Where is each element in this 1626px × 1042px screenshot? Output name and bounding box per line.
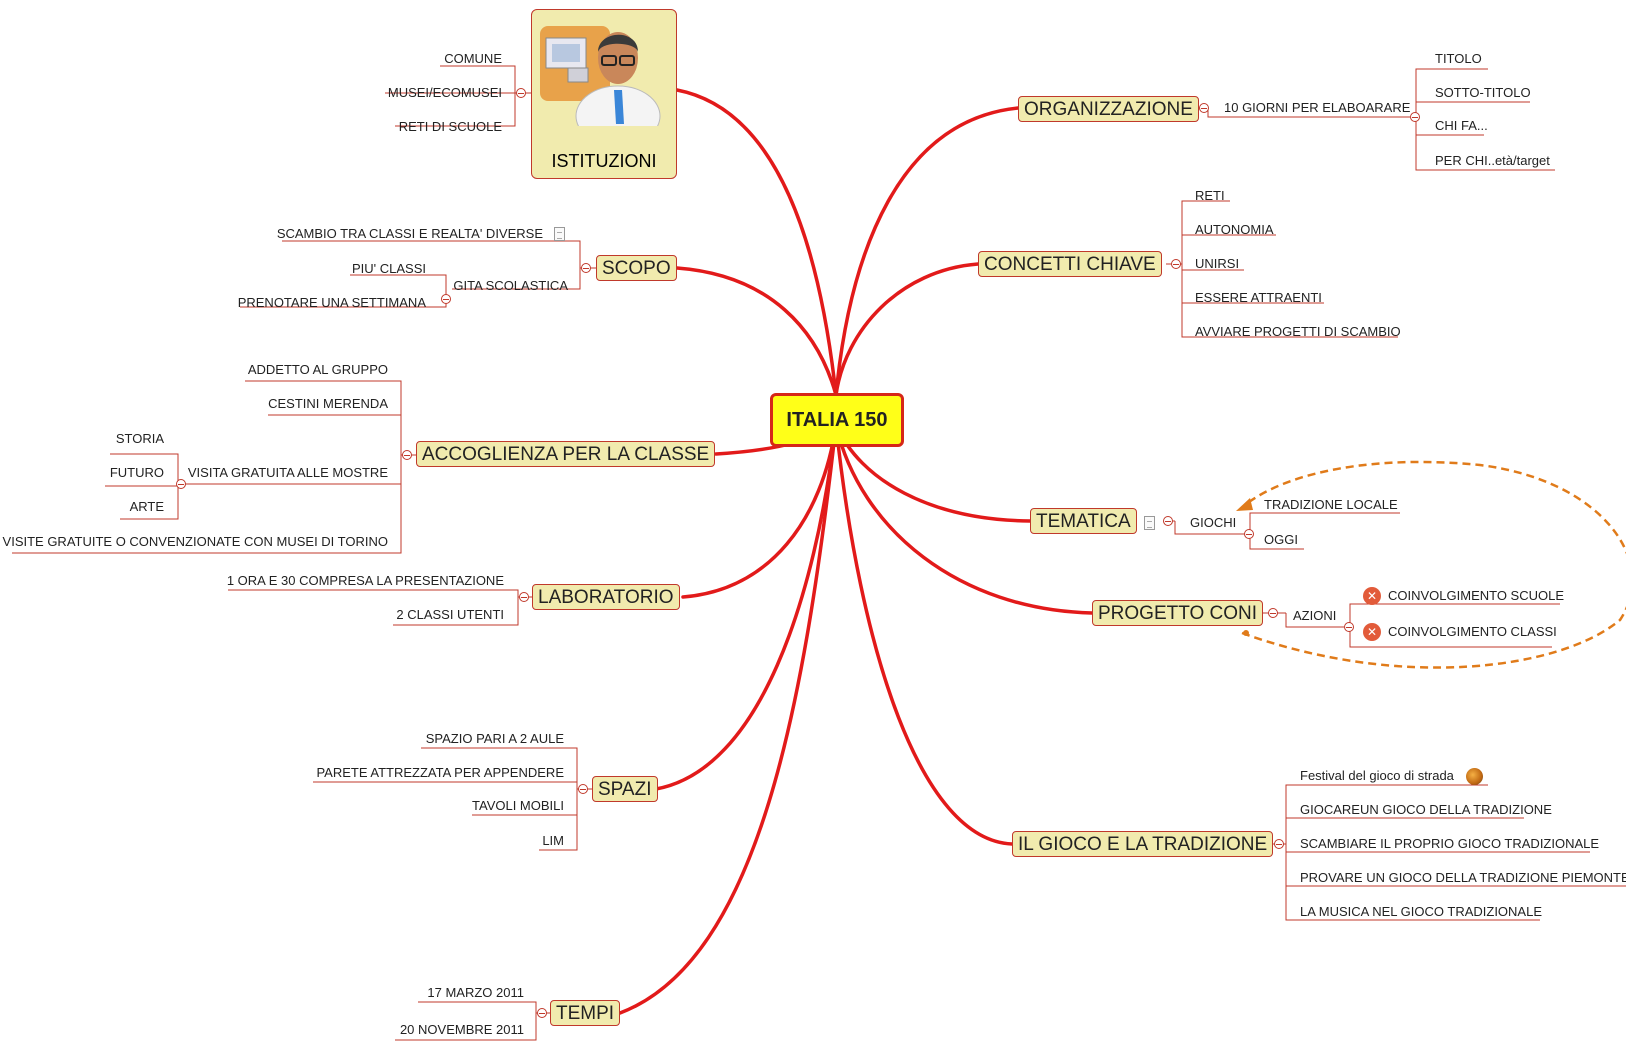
- gita-collapse-icon[interactable]: [441, 294, 451, 304]
- gioco-child-giocare[interactable]: GIOCAREUN GIOCO DELLA TRADIZIONE: [1300, 802, 1552, 817]
- giorni-child-perchi[interactable]: PER CHI..età/target: [1435, 153, 1550, 168]
- organizzazione-giorni[interactable]: 10 GIORNI PER ELABOARARE: [1224, 100, 1411, 115]
- istituzioni-child-reti[interactable]: RETI DI SCUOLE: [398, 119, 502, 134]
- istituzioni-child-comune[interactable]: COMUNE: [444, 51, 502, 66]
- spazi-child-spazio[interactable]: SPAZIO PARI A 2 AULE: [425, 731, 564, 746]
- gioco-child-provare[interactable]: PROVARE UN GIOCO DELLA TRADIZIONE PIEMON…: [1300, 870, 1626, 885]
- accoglienza-cestini[interactable]: CESTINI MERENDA: [268, 396, 388, 411]
- istituzioni-collapse-icon[interactable]: [516, 88, 526, 98]
- giochi-child-tradizione[interactable]: TRADIZIONE LOCALE: [1264, 497, 1398, 512]
- scopo-scambio[interactable]: SCAMBIO TRA CLASSI E REALTA' DIVERSE: [276, 226, 543, 241]
- laboratorio-node[interactable]: LABORATORIO: [532, 584, 680, 610]
- visita-child-arte[interactable]: ARTE: [129, 499, 164, 514]
- spazi-node[interactable]: SPAZI: [592, 776, 658, 802]
- gioco-node[interactable]: IL GIOCO E LA TRADIZIONE: [1012, 831, 1274, 857]
- organizzazione-node[interactable]: ORGANIZZAZIONE: [1018, 96, 1199, 122]
- concetti-child-avviare[interactable]: AVVIARE PROGETTI DI SCAMBIO: [1195, 324, 1401, 339]
- visita-child-storia[interactable]: STORIA: [115, 431, 164, 446]
- globe-icon[interactable]: [1466, 768, 1483, 785]
- concetti-collapse-icon[interactable]: [1171, 259, 1181, 269]
- tematica-collapse-icon[interactable]: [1163, 516, 1173, 526]
- giorni-child-titolo[interactable]: TITOLO: [1435, 51, 1482, 66]
- laboratorio-child-ora[interactable]: 1 ORA E 30 COMPRESA LA PRESENTAZIONE: [226, 573, 504, 588]
- cross-circle-icon[interactable]: ✕: [1363, 623, 1381, 641]
- spazi-collapse-icon[interactable]: [578, 784, 588, 794]
- visita-child-futuro[interactable]: FUTURO: [109, 465, 164, 480]
- scopo-node[interactable]: SCOPO: [596, 255, 677, 281]
- concetti-child-essere[interactable]: ESSERE ATTRAENTI: [1195, 290, 1322, 305]
- concetti-child-unirsi[interactable]: UNIRSI: [1195, 256, 1240, 271]
- accoglienza-addetto[interactable]: ADDETTO AL GRUPPO: [247, 362, 388, 377]
- giochi-child-oggi[interactable]: OGGI: [1264, 532, 1298, 547]
- organizzazione-collapse-icon[interactable]: [1199, 103, 1209, 113]
- concetti-node[interactable]: CONCETTI CHIAVE: [978, 251, 1162, 277]
- note-icon[interactable]: [1144, 516, 1155, 530]
- tematica-node[interactable]: TEMATICA: [1030, 508, 1137, 534]
- gioco-child-musica[interactable]: LA MUSICA NEL GIOCO TRADIZIONALE: [1300, 904, 1543, 919]
- tempi-collapse-icon[interactable]: [537, 1008, 547, 1018]
- coni-collapse-icon[interactable]: [1268, 608, 1278, 618]
- gita-child-piu-classi[interactable]: PIU' CLASSI: [351, 261, 426, 276]
- azioni-child-classi[interactable]: COINVOLGIMENTO CLASSI: [1388, 624, 1557, 639]
- scopo-collapse-icon[interactable]: [581, 263, 591, 273]
- gioco-child-scambiare[interactable]: SCAMBIARE IL PROPRIO GIOCO TRADIZIONALE: [1300, 836, 1600, 851]
- istituzioni-child-musei[interactable]: MUSEI/ECOMUSEI: [387, 85, 502, 100]
- tempi-child-marzo[interactable]: 17 MARZO 2011: [427, 985, 524, 1000]
- accoglienza-node[interactable]: ACCOGLIENZA PER LA CLASSE: [416, 441, 716, 467]
- laboratorio-child-classi[interactable]: 2 CLASSI UTENTI: [396, 607, 504, 622]
- gita-child-prenotare[interactable]: PRENOTARE UNA SETTIMANA: [237, 295, 426, 310]
- concetti-child-reti[interactable]: RETI: [1195, 188, 1225, 203]
- cross-circle-icon[interactable]: ✕: [1363, 587, 1381, 605]
- accoglienza-visite[interactable]: VISITE GRATUITE O CONVENZIONATE CON MUSE…: [2, 534, 388, 549]
- coni-node[interactable]: PROGETTO CONI: [1092, 600, 1264, 626]
- gioco-child-festival[interactable]: Festival del gioco di strada: [1300, 768, 1454, 783]
- accoglienza-visita[interactable]: VISITA GRATUITA ALLE MOSTRE: [187, 465, 388, 480]
- concetti-child-autonomia[interactable]: AUTONOMIA: [1195, 222, 1274, 237]
- laboratorio-collapse-icon[interactable]: [519, 592, 529, 602]
- businessman-computer-icon: [540, 26, 661, 126]
- giorni-collapse-icon[interactable]: [1410, 112, 1420, 122]
- azioni-collapse-icon[interactable]: [1344, 622, 1354, 632]
- giochi-collapse-icon[interactable]: [1244, 529, 1254, 539]
- tempi-child-novembre[interactable]: 20 NOVEMBRE 2011: [399, 1022, 524, 1037]
- accoglienza-collapse-icon[interactable]: [402, 450, 412, 460]
- note-icon[interactable]: [554, 227, 565, 241]
- giorni-child-sottotitolo[interactable]: SOTTO-TITOLO: [1435, 85, 1531, 100]
- spazi-child-lim[interactable]: LIM: [542, 833, 564, 848]
- spazi-child-tavoli[interactable]: TAVOLI MOBILI: [472, 798, 564, 813]
- coni-azioni[interactable]: AZIONI: [1293, 608, 1337, 623]
- root-node[interactable]: ITALIA 150: [770, 393, 904, 447]
- visita-collapse-icon[interactable]: [176, 479, 186, 489]
- tematica-giochi[interactable]: GIOCHI: [1190, 515, 1237, 530]
- istituzioni-label: ISTITUZIONI: [551, 151, 657, 171]
- tempi-node[interactable]: TEMPI: [550, 1000, 621, 1026]
- gioco-collapse-icon[interactable]: [1274, 839, 1284, 849]
- giorni-child-chifa[interactable]: CHI FA...: [1435, 118, 1488, 133]
- istituzioni-node[interactable]: ISTITUZIONI: [531, 9, 677, 179]
- scopo-gita[interactable]: GITA SCOLASTICA: [453, 278, 568, 293]
- spazi-child-parete[interactable]: PARETE ATTREZZATA PER APPENDERE: [316, 765, 564, 780]
- azioni-child-scuole[interactable]: COINVOLGIMENTO SCUOLE: [1388, 588, 1565, 603]
